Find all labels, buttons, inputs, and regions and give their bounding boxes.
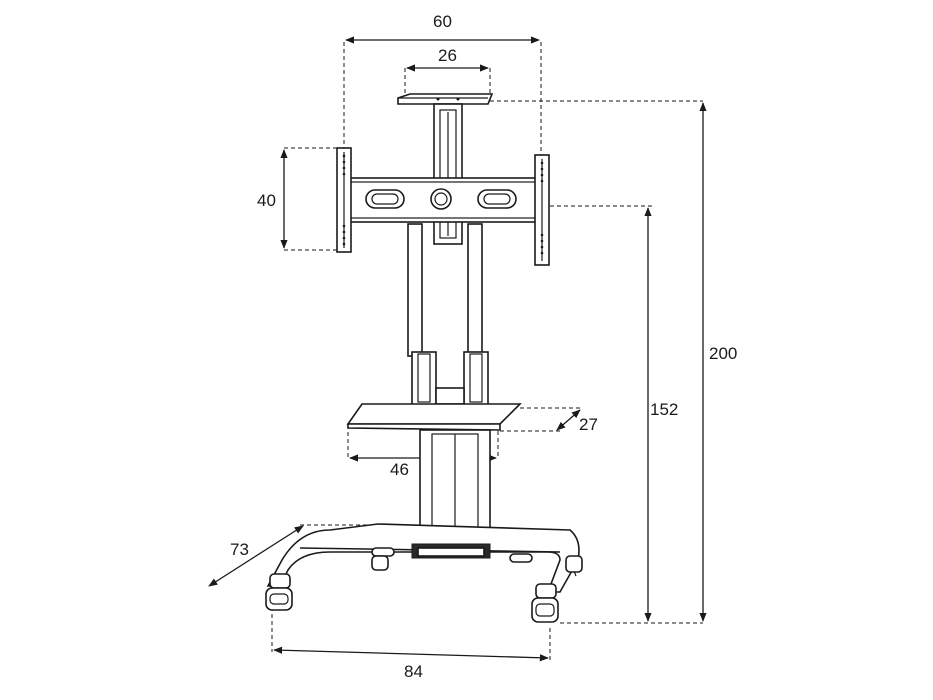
dim-base-width: 84 bbox=[404, 662, 423, 681]
caster-rear-right bbox=[565, 555, 583, 573]
extension-lines bbox=[271, 42, 703, 660]
vesa-bracket bbox=[343, 177, 543, 223]
dim-base-depth: 73 bbox=[230, 540, 249, 559]
dim-shelf-width: 46 bbox=[390, 460, 409, 479]
dim-top-shelf-width: 26 bbox=[438, 46, 457, 65]
right-rail bbox=[534, 154, 550, 266]
middle-shelf bbox=[346, 403, 522, 431]
caster-front-left bbox=[265, 573, 293, 611]
upper-mast bbox=[433, 103, 463, 245]
dim-total-height: 200 bbox=[709, 344, 737, 363]
left-rail bbox=[336, 147, 352, 253]
dim-width-overall: 60 bbox=[433, 12, 452, 31]
caster-front-right bbox=[531, 583, 559, 623]
dimension-labels: 60 26 40 200 152 27 46 73 84 bbox=[230, 12, 737, 681]
caster-rear-left bbox=[371, 555, 389, 571]
lower-column bbox=[419, 429, 491, 539]
dim-shelf-depth: 27 bbox=[579, 415, 598, 434]
base bbox=[266, 523, 580, 593]
tv-stand bbox=[265, 93, 583, 623]
poles bbox=[407, 223, 489, 407]
dim-center-height: 152 bbox=[650, 400, 678, 419]
dimension-lines bbox=[208, 36, 707, 662]
top-shelf bbox=[397, 93, 494, 105]
dim-bracket-height: 40 bbox=[257, 191, 276, 210]
